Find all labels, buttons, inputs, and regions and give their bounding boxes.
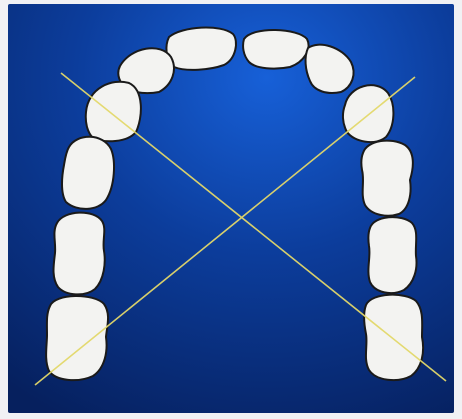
dental-arch-svg [8,4,454,413]
tooth-right-premolar-2 [368,217,416,293]
tooth-upper-left-central [166,28,236,70]
tooth-upper-right-central [243,30,308,69]
tooth-right-premolar-1 [361,141,413,216]
tooth-left-premolar-1 [62,137,114,209]
dental-arch-diagram [8,4,454,413]
tooth-upper-right-canine [343,85,393,142]
tooth-left-premolar-2 [54,213,105,295]
tooth-right-molar [364,295,423,380]
